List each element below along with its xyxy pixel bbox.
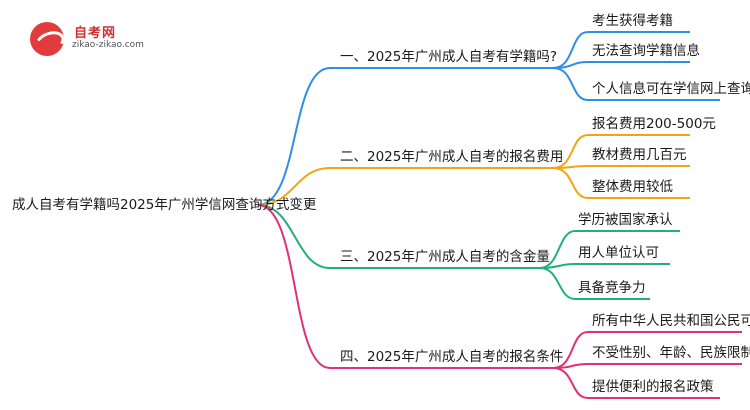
connector-branch-1-leaf-3	[552, 67, 720, 101]
connector-root-branch-4	[257, 204, 553, 369]
mindmap-root: 成人自考有学籍吗2025年广州学信网查询方式变更	[12, 197, 317, 213]
logo-title: 自考网	[74, 26, 117, 41]
connector-root-branch-2	[257, 167, 553, 206]
branch-2-leaf-1: 报名费用200-500元	[592, 116, 716, 132]
connector-branch-4-leaf-2	[552, 363, 742, 369]
branch-4-label: 四、2025年广州成人自考的报名条件	[340, 349, 564, 365]
connector-root-branch-3	[257, 204, 540, 269]
connector-branch-3-leaf-3	[539, 267, 650, 300]
logo-subtitle: zikao-zikao.com	[72, 40, 144, 50]
branch-1-leaf-1: 考生获得考籍	[592, 13, 673, 29]
branch-1-leaf-3: 个人信息可在学信网上查询	[592, 81, 750, 97]
connector-branch-3-leaf-1	[539, 230, 680, 269]
connector-branch-4-leaf-3	[552, 367, 720, 399]
branch-1-leaf-2: 无法查询学籍信息	[592, 43, 700, 59]
logo-mark-icon	[30, 22, 64, 56]
branch-2-leaf-2: 教材费用几百元	[592, 147, 687, 163]
branch-4-leaf-3: 提供便利的报名政策	[592, 379, 714, 395]
connector-root-branch-1	[257, 67, 553, 206]
branch-3-label: 三、2025年广州成人自考的含金量	[340, 249, 550, 265]
connector-branch-2-leaf-1	[552, 134, 690, 169]
branch-2-label: 二、2025年广州成人自考的报名费用	[340, 149, 564, 165]
branch-3-leaf-2: 用人单位认可	[578, 245, 659, 261]
site-logo: 自考网 zikao-zikao.com	[10, 18, 150, 58]
branch-3-leaf-1: 学历被国家承认	[578, 212, 673, 228]
branch-2-leaf-3: 整体费用较低	[592, 179, 673, 195]
branch-1-label: 一、2025年广州成人自考有学籍吗?	[340, 49, 558, 65]
connector-branch-2-leaf-3	[552, 167, 690, 199]
branch-3-leaf-3: 具备竞争力	[578, 280, 646, 296]
connector-branch-1-leaf-2	[552, 61, 690, 69]
connector-branch-4-leaf-1	[552, 331, 742, 369]
branch-4-leaf-2: 不受性别、年龄、民族限制	[592, 345, 750, 361]
connector-branch-3-leaf-2	[539, 263, 670, 269]
connector-branch-2-leaf-2	[552, 165, 690, 169]
branch-4-leaf-1: 所有中华人民共和国公民可报名	[592, 313, 750, 329]
